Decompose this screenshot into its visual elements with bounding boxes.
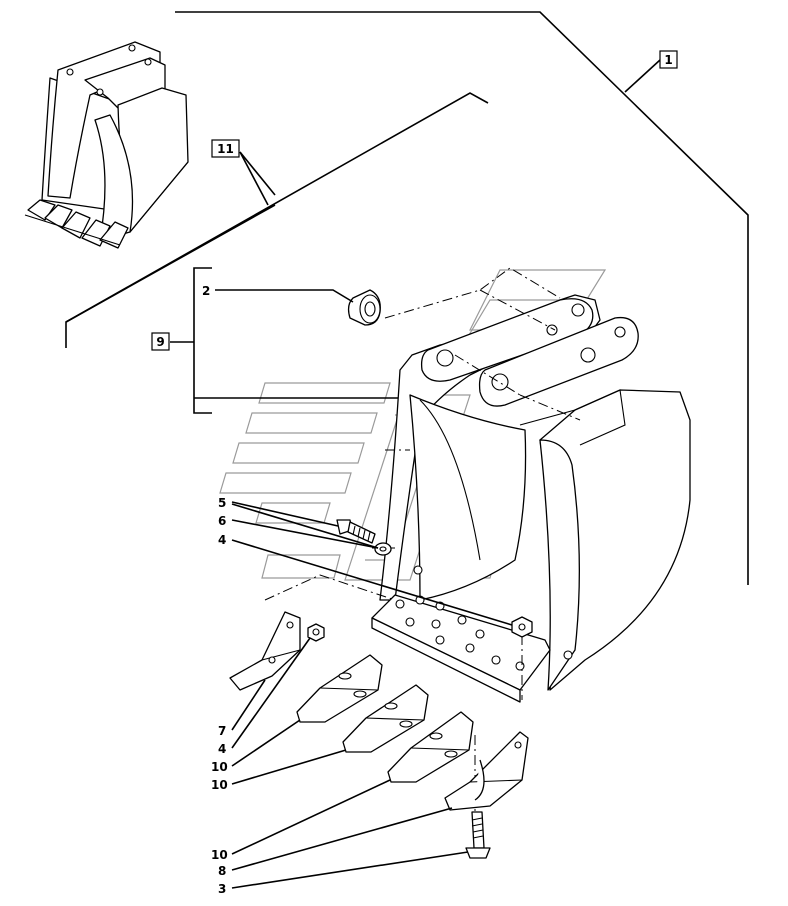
side-cutter-left (229, 611, 301, 691)
callout-5: 5 (218, 496, 226, 510)
callout-box-9: 9 (151, 332, 170, 351)
tooth-2 (342, 684, 429, 753)
bushing (347, 289, 381, 326)
callout-label: 9 (156, 335, 164, 349)
bolt-long (465, 811, 491, 859)
callout-label: 1 (664, 53, 672, 67)
callout-4-lower: 4 (218, 742, 226, 756)
kit-9-bracket (170, 267, 410, 414)
main-bucket (371, 294, 691, 703)
nut-upper (511, 616, 533, 638)
bucket-small-leader (65, 92, 489, 348)
tooth-1 (296, 654, 383, 723)
callout-10-first: 10 (211, 760, 228, 774)
callout-box-1: 1 (659, 50, 678, 69)
callout-8: 8 (218, 864, 226, 878)
callout-leaders (215, 289, 513, 889)
callout-7: 7 (218, 724, 226, 738)
tooth-3 (387, 711, 474, 783)
callout-4-upper: 4 (218, 533, 226, 547)
callout-label: 11 (217, 142, 234, 156)
callout-box-11: 11 (211, 139, 240, 158)
nut-lower (307, 623, 325, 642)
washer (374, 542, 392, 556)
callout-3: 3 (218, 882, 226, 896)
callout-6: 6 (218, 514, 226, 528)
small-bucket (24, 41, 189, 249)
side-cutter-right (444, 731, 529, 811)
callout-10-third: 10 (211, 848, 228, 862)
callout-2: 2 (202, 284, 210, 298)
callout-10-second: 10 (211, 778, 228, 792)
assembly-guide-lines (264, 267, 581, 820)
bolt-short (336, 519, 376, 544)
